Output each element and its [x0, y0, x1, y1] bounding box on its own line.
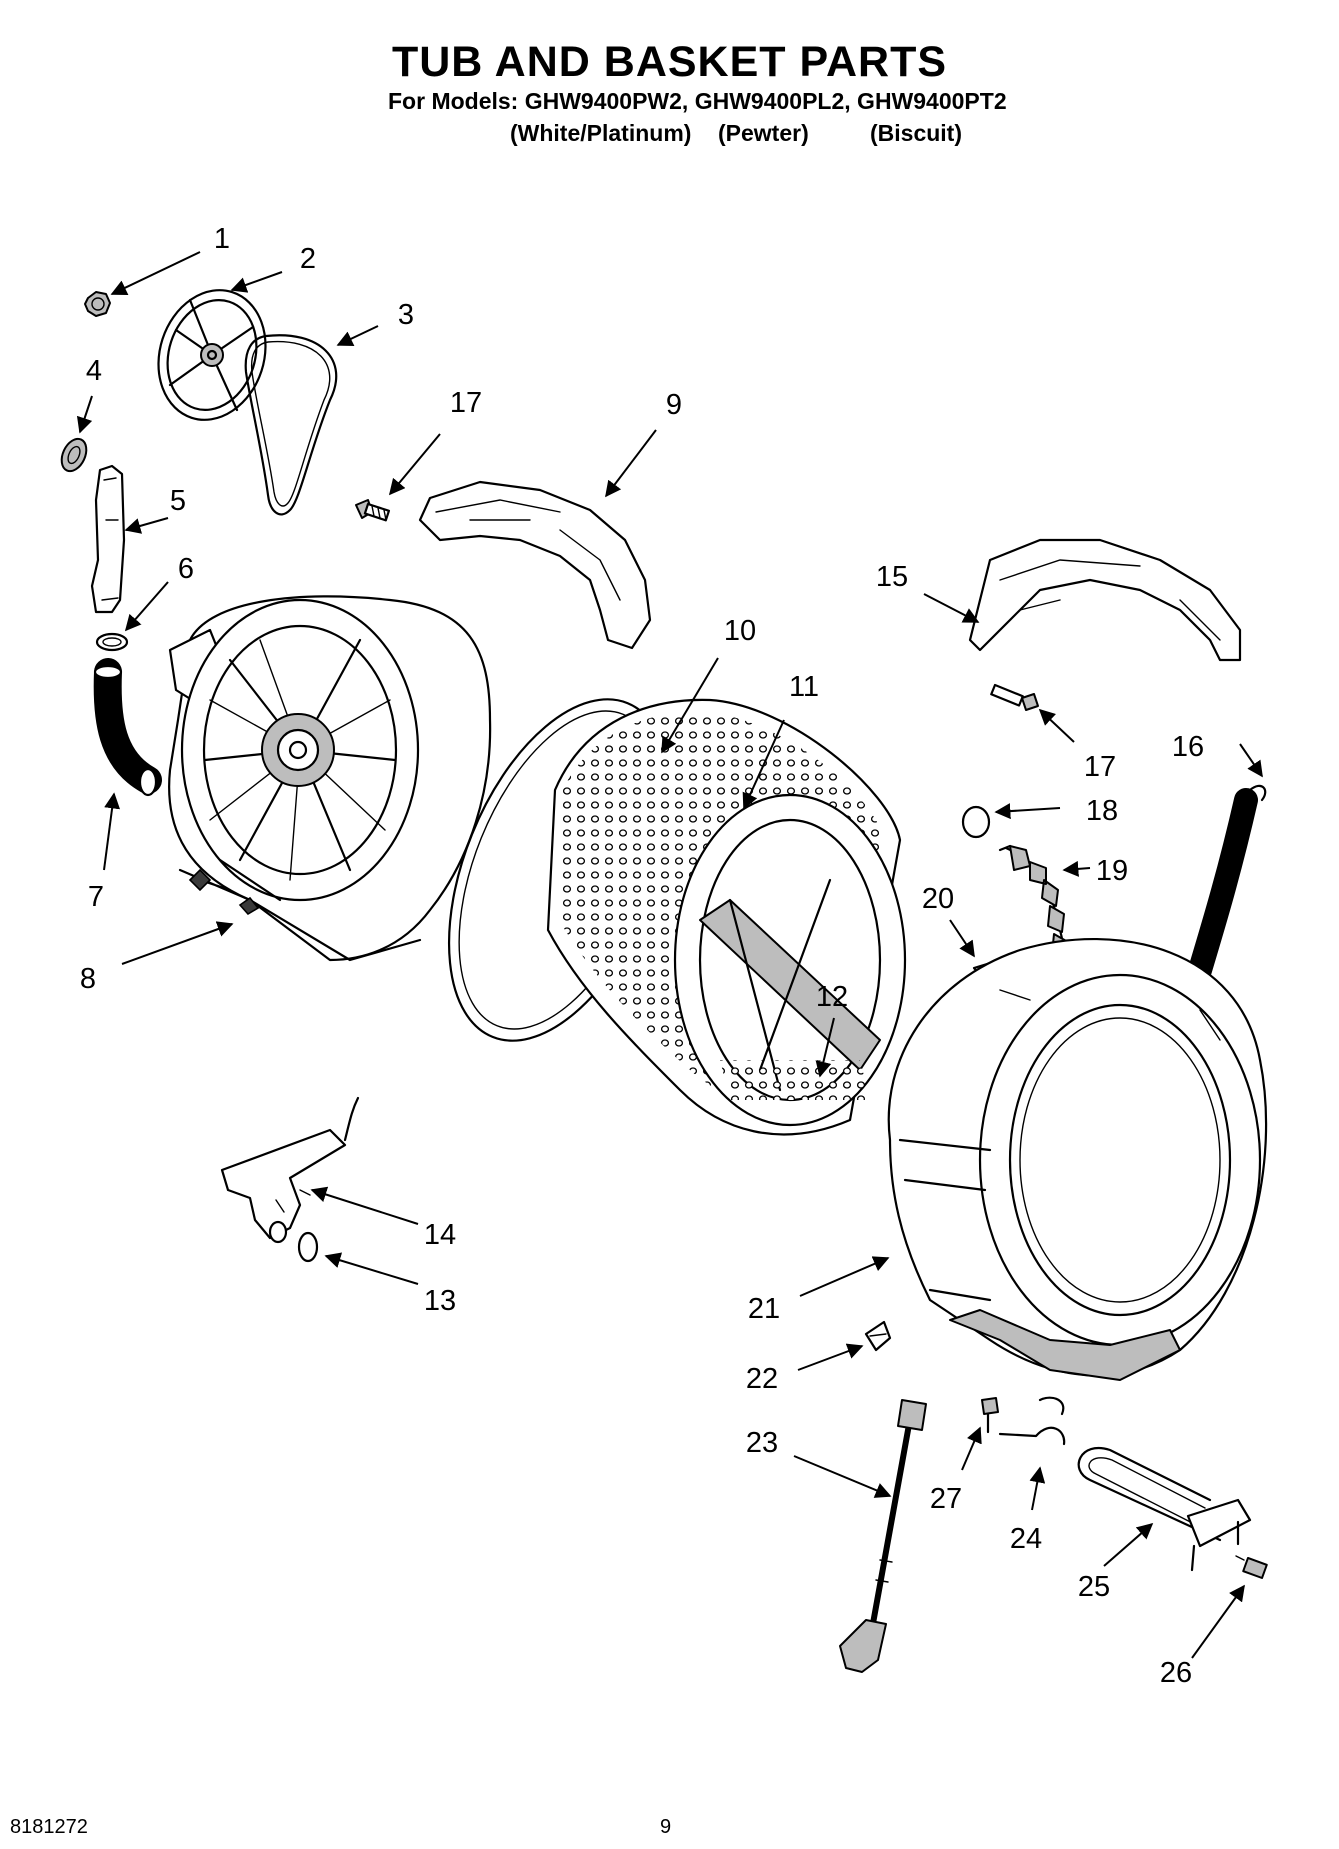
- callout-19: 19: [1096, 855, 1128, 887]
- callout-22: 22: [746, 1363, 778, 1395]
- part-11-basket: [546, 698, 907, 1136]
- part-5-bracket: [90, 464, 126, 614]
- part-6-clamp: [95, 632, 129, 652]
- variant-biscuit: (Biscuit): [870, 120, 962, 146]
- part-16-spring: [1188, 784, 1267, 992]
- callout-18: 18: [1086, 795, 1118, 827]
- part-1-nut: [84, 291, 111, 317]
- part-21-front-tub: [887, 938, 1268, 1381]
- part-24-wire-clip: [998, 1396, 1066, 1446]
- callout-numbers: 1 2 3 4 5 6 7 8 9 10 11 12 13 14 15 16 1…: [80, 223, 1204, 1689]
- callout-12: 12: [816, 981, 848, 1013]
- callout-14: 14: [424, 1219, 456, 1251]
- callout-21: 21: [748, 1293, 780, 1325]
- callout-13: 13: [424, 1285, 456, 1317]
- callout-23: 23: [746, 1427, 778, 1459]
- part-8-rear-tub: [168, 595, 492, 962]
- callout-1: 1: [214, 223, 230, 255]
- part-25-heater: [1077, 1447, 1252, 1572]
- callout-7: 7: [88, 881, 104, 913]
- part-9-bracket: [418, 480, 652, 650]
- part-18-clamp: [961, 805, 991, 839]
- callout-16: 16: [1172, 731, 1204, 763]
- callout-6: 6: [178, 553, 194, 585]
- callout-3: 3: [398, 299, 414, 331]
- part-23-damper: [839, 1399, 927, 1673]
- part-3-drive-belt: [244, 334, 338, 516]
- callout-20: 20: [922, 883, 954, 915]
- callout-27: 27: [930, 1483, 962, 1515]
- part-13-o-ring: [297, 1231, 319, 1263]
- document-number: 8181272: [10, 1816, 88, 1838]
- callout-9: 9: [666, 389, 682, 421]
- callout-17-left: 17: [450, 387, 482, 419]
- callout-17-right: 17: [1084, 751, 1116, 783]
- part-7-hose: [93, 658, 162, 797]
- part-27-screw: [981, 1397, 999, 1434]
- models-line: For Models: GHW9400PW2, GHW9400PL2, GHW9…: [388, 88, 1007, 114]
- part-17-bolt: [355, 499, 391, 522]
- part-26-sensor: [1235, 1555, 1268, 1579]
- callout-11: 11: [789, 671, 819, 703]
- part-15-bracket: [968, 538, 1242, 662]
- callout-15: 15: [876, 561, 908, 593]
- part-4-nut: [60, 437, 88, 473]
- variant-pewter: (Pewter): [718, 120, 809, 146]
- callout-24: 24: [1010, 1523, 1042, 1555]
- leader-lines: [76, 251, 1263, 1659]
- callout-5: 5: [170, 485, 186, 517]
- part-22-clip: [864, 1320, 892, 1352]
- callout-10: 10: [724, 615, 756, 647]
- color-variants: (White/Platinum) (Pewter) (Biscuit): [510, 120, 962, 147]
- part-14-actuator: [220, 1096, 360, 1244]
- page-title: TUB AND BASKET PARTS: [391, 38, 948, 86]
- part-2-pulley: [157, 289, 267, 421]
- callout-25: 25: [1078, 1571, 1110, 1603]
- callout-8: 8: [80, 963, 96, 995]
- callout-4: 4: [86, 355, 102, 387]
- part-17-bolt-right: [990, 683, 1039, 711]
- variant-white-platinum: (White/Platinum): [510, 120, 692, 146]
- callout-2: 2: [300, 243, 316, 275]
- callout-26: 26: [1160, 1657, 1192, 1689]
- page-number: 9: [660, 1816, 672, 1838]
